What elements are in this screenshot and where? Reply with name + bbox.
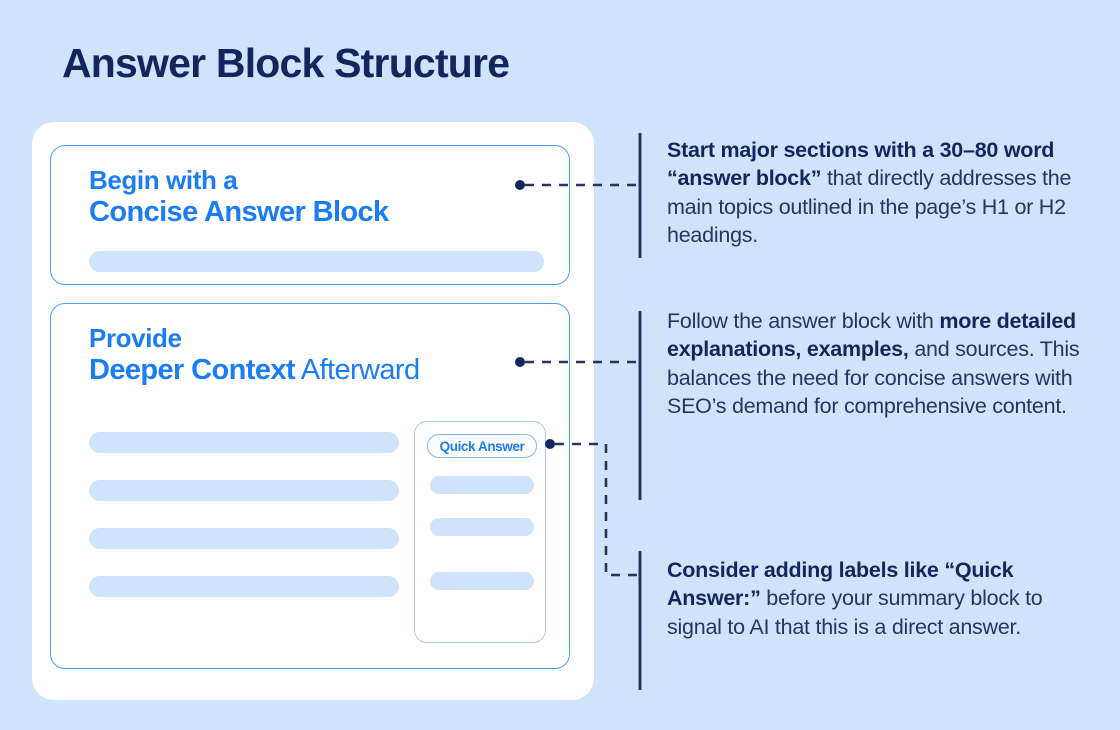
card-one-heading-line1: Begin with a <box>89 165 238 195</box>
card-two-heading-line2: Deeper Context Afterward <box>89 354 420 387</box>
skeleton-bar <box>430 572 534 590</box>
card-two-heading: Provide Deeper Context Afterward <box>89 323 420 387</box>
skeleton-bar <box>89 576 399 597</box>
concise-answer-block-card: Begin with a Concise Answer Block <box>50 145 570 285</box>
skeleton-bar <box>89 528 399 549</box>
skeleton-bar <box>89 480 399 501</box>
skeleton-bar <box>89 432 399 453</box>
skeleton-bar <box>430 518 534 536</box>
annotation-3-rest: before your summary block to signal to A… <box>667 586 1043 639</box>
annotation-1-rest: that directly addresses the main topics … <box>667 166 1072 248</box>
card-one-heading-line2: Concise Answer Block <box>89 196 389 229</box>
annotation-2-rest: and sources. This balances the need for … <box>667 337 1080 419</box>
card-two-heading-bold: Deeper Context <box>89 353 296 386</box>
card-two-heading-line1: Provide <box>89 323 182 353</box>
quick-answer-sidebar-panel: Quick Answer <box>414 421 546 643</box>
annotation-answer-block: Start major sections with a 30–80 word “… <box>667 136 1099 250</box>
deeper-context-card: Provide Deeper Context Afterward Quick A… <box>50 303 570 669</box>
card-one-heading-bold: Concise Answer Block <box>89 195 389 228</box>
annotation-3-bold: Consider adding labels like “Quick Answe… <box>667 558 1014 611</box>
annotation-quick-answer-label: Consider adding labels like “Quick Answe… <box>667 556 1099 641</box>
page-title: Answer Block Structure <box>62 40 510 86</box>
card-two-heading-light: Afterward <box>294 353 420 386</box>
card-one-heading: Begin with a Concise Answer Block <box>89 165 389 229</box>
quick-answer-pill: Quick Answer <box>427 434 537 458</box>
skeleton-bar <box>89 251 544 272</box>
skeleton-bar <box>430 476 534 494</box>
annotation-2-bold: more detailed explanations, examples, <box>667 309 1076 362</box>
annotation-deeper-context: Follow the answer block with more detail… <box>667 307 1099 421</box>
annotation-2-lead: Follow the answer block with <box>667 309 940 333</box>
annotation-1-bold: Start major sections with a 30–80 word “… <box>667 138 1055 191</box>
